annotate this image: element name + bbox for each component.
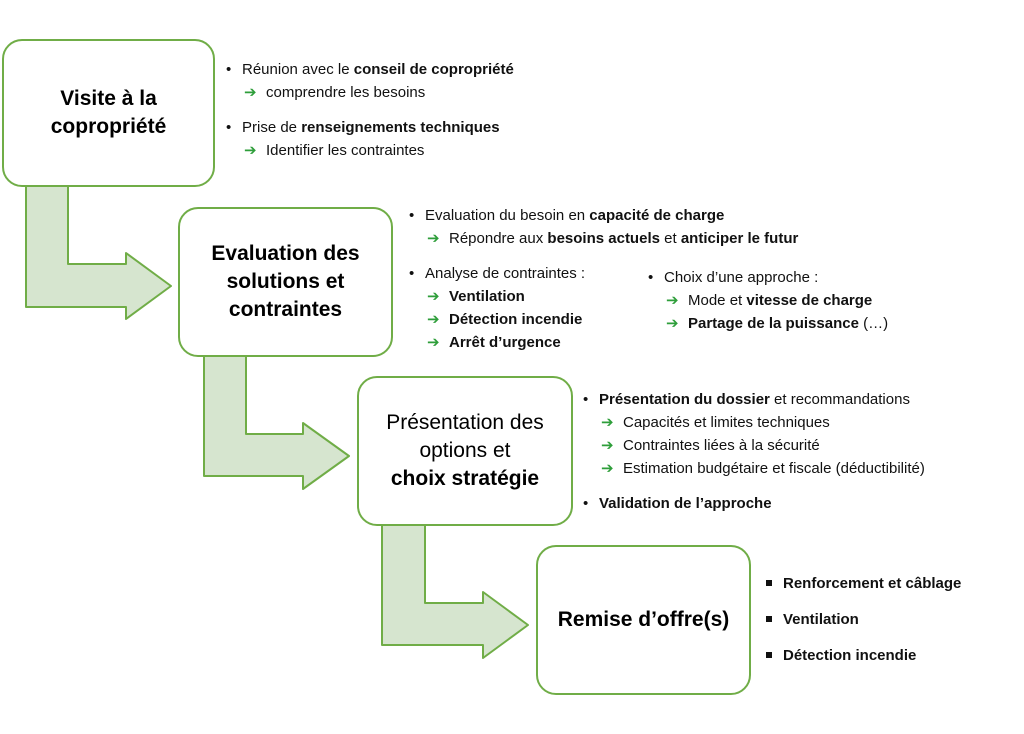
bullet-bold: conseil de copropriété xyxy=(353,61,514,78)
bullet-evaluation-besoin: • Evaluation du besoin en capacité de ch… xyxy=(409,204,798,227)
sub-text: (…) xyxy=(858,315,889,332)
bullet-dot: • xyxy=(409,207,415,224)
step-box-presentation: Présentation des options et choix straté… xyxy=(357,376,573,526)
notes-remise: Renforcement et câblage Ventilation Déte… xyxy=(766,572,961,680)
notes-presentation: • Présentation du dossier et recommandat… xyxy=(583,388,925,515)
bullet-bold: capacité de charge xyxy=(589,207,725,224)
sub-partage: ➔ Partage de la puissance (…) xyxy=(648,312,888,335)
sub-comprendre: ➔ comprendre les besoins xyxy=(226,81,514,104)
item-text: Renforcement et câblage xyxy=(783,575,962,592)
sub-detection: ➔ Détection incendie xyxy=(409,308,798,331)
sub-bold: besoins actuels xyxy=(547,230,660,247)
step-title-line1: Evaluation des xyxy=(211,242,360,265)
sub-repondre: ➔ Répondre aux besoins actuels et antici… xyxy=(409,227,798,250)
square-bullet-icon xyxy=(766,616,772,622)
item-renforcement: Renforcement et câblage xyxy=(766,572,961,595)
bullet-choix-approche: • Choix d’une approche : xyxy=(648,266,888,289)
notes-evaluation: • Evaluation du besoin en capacité de ch… xyxy=(409,204,798,354)
sub-text: comprendre les besoins xyxy=(266,84,426,101)
sub-arret: ➔ Arrêt d’urgence xyxy=(409,331,798,354)
bullet-dot: • xyxy=(226,61,232,78)
bullet-reunion: • Réunion avec le conseil de copropriété xyxy=(226,58,514,81)
bullet-dot: • xyxy=(583,391,589,408)
sub-bold: Arrêt d’urgence xyxy=(449,334,561,351)
sub-capacites: ➔ Capacités et limites techniques xyxy=(583,411,925,434)
sub-bold: Ventilation xyxy=(449,288,525,305)
square-bullet-icon xyxy=(766,652,772,658)
step-title-line1: Remise d’offre(s) xyxy=(557,608,730,631)
square-bullet-icon xyxy=(766,580,772,586)
item-ventilation: Ventilation xyxy=(766,608,961,631)
step-title-remise: Remise d’offre(s) xyxy=(558,606,730,634)
item-text: Détection incendie xyxy=(783,647,917,664)
sub-text: Répondre aux xyxy=(449,230,548,247)
arrow-step3-to-step4 xyxy=(381,523,529,659)
step-box-evaluation: Evaluation des solutions et contraintes xyxy=(178,207,393,357)
bullet-bold: Validation de l’approche xyxy=(599,495,772,512)
arrow-step1-to-step2 xyxy=(25,184,172,320)
step-title-line2: solutions et xyxy=(226,270,345,293)
bullet-analyse: • Analyse de contraintes : xyxy=(409,262,798,285)
bullet-text: Réunion avec le xyxy=(242,61,354,78)
step-title-line1: Visite à la xyxy=(60,87,157,110)
sub-text: Estimation budgétaire et fiscale (déduct… xyxy=(623,460,925,477)
bullet-text: Analyse de contraintes : xyxy=(425,265,586,282)
step-title-line3: choix stratégie xyxy=(390,467,540,490)
step-box-visite: Visite à la copropriété xyxy=(2,39,215,187)
bullet-text: Prise de xyxy=(242,119,302,136)
sub-identifier: ➔ Identifier les contraintes xyxy=(226,139,514,162)
bullet-dot: • xyxy=(583,495,589,512)
step-title-line2: options et xyxy=(419,439,511,462)
step-title-visite: Visite à la copropriété xyxy=(51,85,167,141)
sub-text: Contraintes liées à la sécurité xyxy=(623,437,820,454)
right-arrow-icon: ➔ xyxy=(666,315,679,332)
right-arrow-icon: ➔ xyxy=(601,437,614,454)
bullet-text: Evaluation du besoin en xyxy=(425,207,590,224)
right-arrow-icon: ➔ xyxy=(601,414,614,431)
sub-estimation: ➔ Estimation budgétaire et fiscale (dédu… xyxy=(583,457,925,480)
sub-bold: anticiper le futur xyxy=(680,230,799,247)
bullet-text: Choix d’une approche : xyxy=(664,269,819,286)
step-title-presentation: Présentation des options et choix straté… xyxy=(386,409,544,493)
sub-text: et xyxy=(659,230,681,247)
step-title-line1: Présentation des xyxy=(386,411,544,434)
arrow-step2-to-step3 xyxy=(203,354,350,490)
sub-bold: vitesse de charge xyxy=(746,292,873,309)
notes-visite: • Réunion avec le conseil de copropriété… xyxy=(226,58,514,162)
bullet-presentation-dossier: • Présentation du dossier et recommandat… xyxy=(583,388,925,411)
bullet-dot: • xyxy=(409,265,415,282)
notes-approche: • Choix d’une approche : ➔ Mode et vites… xyxy=(648,266,888,335)
right-arrow-icon: ➔ xyxy=(244,84,257,101)
sub-text: Capacités et limites techniques xyxy=(623,414,830,431)
right-arrow-icon: ➔ xyxy=(244,142,257,159)
bullet-dot: • xyxy=(648,269,654,286)
item-text: Ventilation xyxy=(783,611,859,628)
sub-text: Mode et xyxy=(688,292,747,309)
bullet-dot: • xyxy=(226,119,232,136)
sub-contraintes-securite: ➔ Contraintes liées à la sécurité xyxy=(583,434,925,457)
right-arrow-icon: ➔ xyxy=(427,334,440,351)
sub-text: Identifier les contraintes xyxy=(266,142,425,159)
step-title-line2: copropriété xyxy=(50,115,167,138)
right-arrow-icon: ➔ xyxy=(427,311,440,328)
bullet-text: et recommandations xyxy=(769,391,910,408)
step-title-line3: contraintes xyxy=(228,298,343,321)
sub-ventilation: ➔ Ventilation xyxy=(409,285,798,308)
sub-mode: ➔ Mode et vitesse de charge xyxy=(648,289,888,312)
sub-bold: Partage de la puissance xyxy=(688,315,859,332)
sub-bold: Détection incendie xyxy=(449,311,583,328)
right-arrow-icon: ➔ xyxy=(666,292,679,309)
right-arrow-icon: ➔ xyxy=(601,460,614,477)
item-detection: Détection incendie xyxy=(766,644,961,667)
bullet-renseignements: • Prise de renseignements techniques xyxy=(226,116,514,139)
bullet-bold: renseignements techniques xyxy=(301,119,500,136)
right-arrow-icon: ➔ xyxy=(427,288,440,305)
step-title-evaluation: Evaluation des solutions et contraintes xyxy=(211,240,359,324)
bullet-bold: Présentation du dossier xyxy=(599,391,770,408)
bullet-validation: • Validation de l’approche xyxy=(583,492,925,515)
step-box-remise: Remise d’offre(s) xyxy=(536,545,751,695)
right-arrow-icon: ➔ xyxy=(427,230,440,247)
